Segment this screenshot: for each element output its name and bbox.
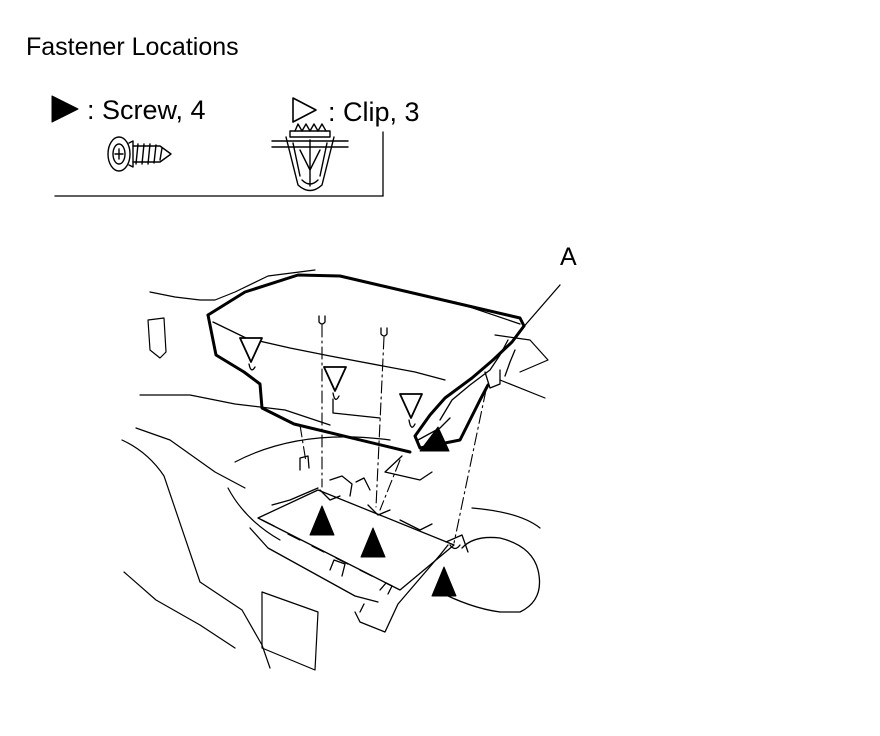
legend-screw-triangle-icon [51,95,79,123]
callout-label-a: A [560,243,577,271]
legend-frame [54,131,384,197]
console-body-lines [121,269,549,671]
screw-marker-4-icon [419,426,450,452]
clip-marker-hooks [248,363,416,428]
cup-holder [435,536,541,613]
clip-marker-3-icon [399,393,423,419]
clip-marker-2-icon [323,366,347,392]
console-tray [249,455,469,633]
armrest-lid [206,273,526,454]
guide-lines [299,324,487,544]
clip-marker-1-icon [239,337,263,363]
guide-line-hooks [318,315,461,550]
screw-marker-3-icon [431,566,457,597]
legend-clip-label: : Clip, 3 [328,97,420,127]
clip-icon [271,123,349,192]
callout-leader-line [513,284,561,339]
legend-screw-label: : Screw, 4 [87,95,206,125]
clip-markers [239,337,423,419]
screw-icon [107,136,172,172]
legend-clip-triangle-icon [292,97,317,123]
armrest-lid-details [212,321,516,481]
diagram-title: Fastener Locations [26,33,239,61]
screw-marker-1-icon [309,505,335,536]
screw-marker-2-icon [360,527,386,558]
screw-markers [309,426,457,597]
